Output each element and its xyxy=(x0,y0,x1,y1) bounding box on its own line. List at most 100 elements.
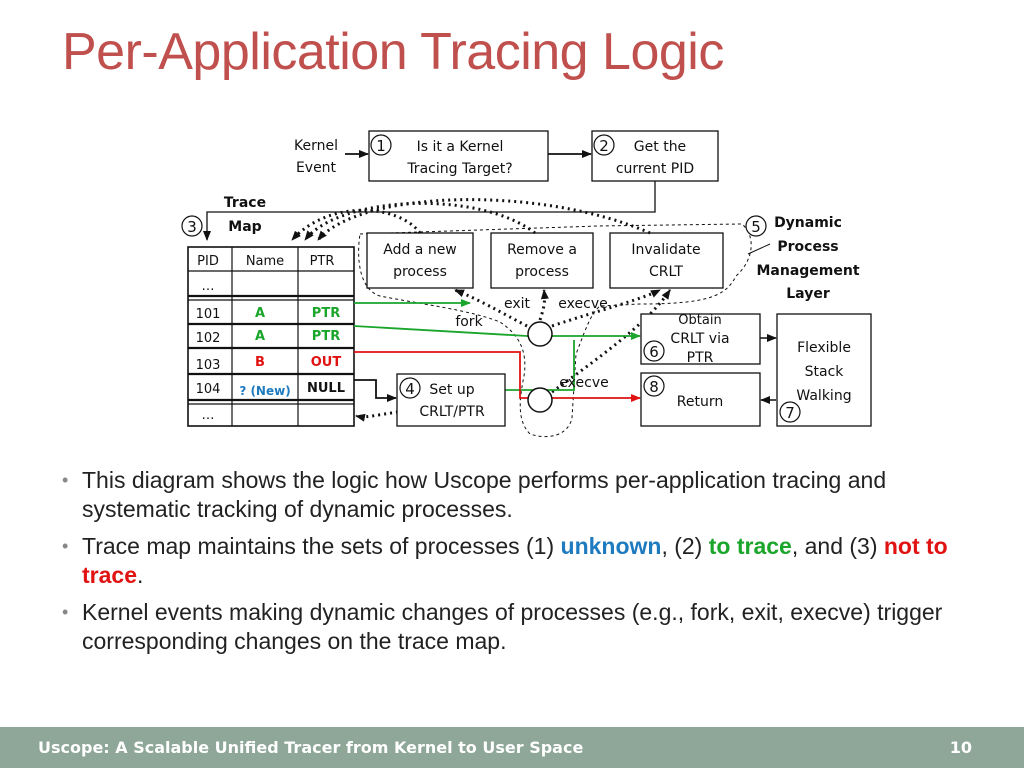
bullet-dot: • xyxy=(62,470,69,490)
obtain-line1: Obtain xyxy=(678,313,721,328)
pid-lookup-arrow xyxy=(203,181,656,241)
remove-line2: process xyxy=(515,264,569,280)
step-7-badge xyxy=(779,401,801,423)
invalidate-line1: Invalidate xyxy=(631,242,700,258)
add-line2: process xyxy=(393,264,447,280)
dpml-pointer xyxy=(747,243,771,255)
box1-line2: Tracing Target? xyxy=(406,161,512,177)
row3-name: B xyxy=(255,355,265,370)
bullet-2: • Trace map maintains the sets of process… xyxy=(62,532,962,590)
step-6-badge xyxy=(643,340,665,362)
table-ellipsis-bottom: … xyxy=(202,408,215,423)
arrow-to-setup xyxy=(354,379,397,402)
dpml-line2: Process xyxy=(777,239,838,255)
bullet-3-text: Kernel events making dynamic changes of … xyxy=(82,599,943,654)
red-arrow-to-return xyxy=(354,351,641,402)
event-label-exit: exit xyxy=(504,296,531,312)
add-line1: Add a new xyxy=(383,242,457,258)
row2-name: A xyxy=(255,329,265,344)
step-5-number: 5 xyxy=(751,218,761,236)
row2-pid: 102 xyxy=(196,331,221,346)
keyword-not-to-trace: not to trace xyxy=(82,533,948,588)
obtain-line3: PTR xyxy=(687,350,714,366)
step-5-badge xyxy=(745,215,767,237)
step-6-number: 6 xyxy=(649,343,659,361)
box-invalidate-crlt xyxy=(609,232,724,289)
setup-line1: Set up xyxy=(429,382,474,398)
box2-line1: Get the xyxy=(634,139,686,155)
step-8-number: 8 xyxy=(649,378,659,396)
row1-ptr: PTR xyxy=(312,306,340,321)
step-3-number: 3 xyxy=(187,218,197,236)
step-7-number: 7 xyxy=(785,404,795,422)
dotted-arrow-add xyxy=(290,208,422,242)
keyword-to-trace: to trace xyxy=(708,533,792,559)
dotted-arrow-setup xyxy=(355,410,399,422)
event-circle-fork xyxy=(527,321,553,347)
trace-map-label-line2: Map xyxy=(228,219,261,235)
header-ptr: PTR xyxy=(310,254,335,269)
bullet-2-text-4: . xyxy=(136,562,144,588)
event-label-fork: fork xyxy=(455,314,483,330)
step-1-number: 1 xyxy=(376,137,386,155)
dpml-line1: Dynamic xyxy=(774,215,842,231)
trace-map-table xyxy=(187,246,355,427)
box-add-process xyxy=(366,232,474,289)
table-ellipsis-top: … xyxy=(202,279,215,294)
row4-name: ? (New) xyxy=(239,384,290,398)
dpml-line3: Management xyxy=(756,263,859,279)
green-arrow-setup xyxy=(505,340,575,391)
row4-ptr: NULL xyxy=(307,381,345,396)
obtain-line2: CRLT via xyxy=(670,331,729,347)
slide-title: Per-Application Tracing Logic xyxy=(62,23,724,81)
return-label: Return xyxy=(677,394,723,410)
step-2-number: 2 xyxy=(599,137,609,155)
box-flexible-stack-walking xyxy=(776,313,872,427)
row3-pid: 103 xyxy=(196,358,221,373)
footer-bar: Uscope: A Scalable Unified Tracer from K… xyxy=(0,727,1024,768)
row4-pid: 104 xyxy=(196,382,221,397)
invalidate-line2: CRLT xyxy=(649,264,683,280)
box2-line2: current PID xyxy=(616,161,694,177)
footer-title: Uscope: A Scalable Unified Tracer from K… xyxy=(38,738,584,757)
dpml-line4: Layer xyxy=(786,286,830,302)
bullet-3: • Kernel events making dynamic changes of… xyxy=(62,598,962,656)
row2-ptr: PTR xyxy=(312,329,340,344)
dotted-exit-to-remove xyxy=(538,289,549,321)
step-2-badge xyxy=(593,134,615,156)
box-remove-process xyxy=(490,232,594,289)
step-8-badge xyxy=(643,375,665,397)
header-name: Name xyxy=(246,254,284,269)
bullet-dot: • xyxy=(62,602,69,622)
step-1-badge xyxy=(370,134,392,156)
bullet-1-text: This diagram shows the logic how Uscope … xyxy=(82,467,887,522)
row1-pid: 101 xyxy=(196,307,221,322)
bullet-2-text-2: , (2) xyxy=(661,533,709,559)
dotted-execve-to-invalidate xyxy=(551,288,661,328)
remove-line1: Remove a xyxy=(507,242,577,258)
dotted-fork-to-add xyxy=(454,288,528,328)
flexible-line2: Stack xyxy=(805,364,845,380)
step-3-badge xyxy=(181,215,203,237)
setup-line2: CRLT/PTR xyxy=(419,404,485,420)
bullet-2-text-1: Trace map maintains the sets of processe… xyxy=(82,533,561,559)
event-label-execve-2: execve xyxy=(559,375,608,391)
kernel-event-line1: Kernel xyxy=(294,138,338,154)
green-arrow-to-obtain xyxy=(353,325,641,340)
keyword-unknown: unknown xyxy=(560,533,662,559)
bullet-dot: • xyxy=(62,536,69,556)
flexible-line3: Walking xyxy=(796,388,851,404)
bullet-1: • This diagram shows the logic how Uscope… xyxy=(62,466,962,524)
kernel-event-line2: Event xyxy=(296,160,337,176)
box-tracing-target xyxy=(368,130,549,182)
row1-name: A xyxy=(255,306,265,321)
box1-line1: Is it a Kernel xyxy=(417,139,504,155)
event-circle-execve xyxy=(527,387,553,413)
event-label-execve-1: execve xyxy=(558,296,607,312)
step-4-badge xyxy=(399,377,421,399)
bullet-list: • This diagram shows the logic how Uscope… xyxy=(62,466,962,664)
trace-map-label-line1: Trace xyxy=(224,195,266,211)
flexible-line1: Flexible xyxy=(797,340,851,356)
step-4-number: 4 xyxy=(405,380,415,398)
row3-ptr: OUT xyxy=(311,355,342,370)
